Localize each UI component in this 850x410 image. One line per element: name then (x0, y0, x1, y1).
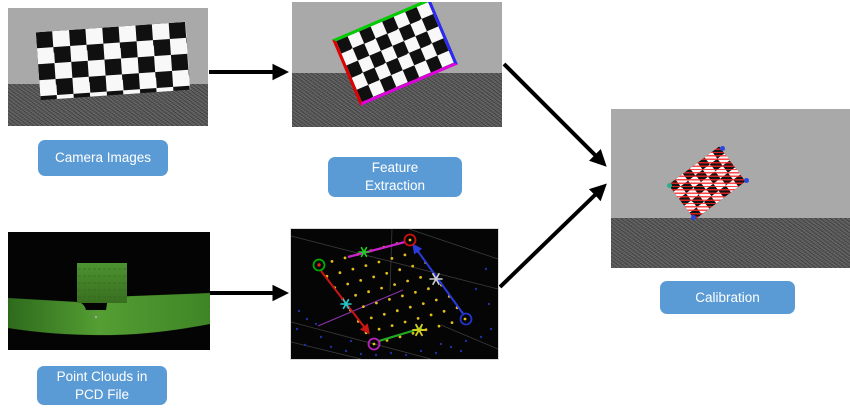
pointcloud-image (8, 232, 210, 350)
asterisk-green (358, 246, 370, 258)
lidar-features-image (290, 228, 499, 360)
axis-grid-lines (291, 229, 498, 359)
ground-pointcloud-band (8, 293, 210, 336)
asterisk-cyan (340, 298, 352, 310)
node-label-calibration: Calibration (660, 281, 795, 314)
corner-center-red-dot (317, 263, 321, 267)
node-label-text-line2: PCD File (74, 386, 129, 402)
calibration-result-image (611, 109, 850, 268)
feature-extraction-image (292, 2, 502, 127)
node-label-text: Calibration (695, 289, 760, 305)
board-edge-right-blue (412, 243, 465, 316)
corner-circle-green (312, 258, 326, 272)
corner-circle-blue (459, 312, 473, 326)
node-label-camera-images: Camera Images (38, 140, 168, 176)
node-label-text-line2: Extraction (364, 178, 426, 193)
projected-corner-dot-bottom (691, 215, 696, 220)
purple-axis-line (317, 289, 404, 327)
noise-points (295, 267, 493, 357)
ground-band-texture (8, 292, 210, 336)
camera-image (8, 8, 208, 126)
board-edge-top-magenta (347, 240, 406, 259)
arrow-feature-to-calibration (502, 62, 607, 167)
node-label-text: Camera Images (54, 150, 152, 166)
node-label-text-line1: Feature (371, 160, 419, 176)
calibration-ground (611, 218, 850, 268)
asterisk-markers (340, 246, 443, 337)
projected-corner-dot-left (667, 183, 672, 188)
lidar-features-render (291, 229, 498, 359)
camera-checkerboard (35, 21, 191, 101)
pointcloud-render (8, 232, 210, 350)
asterisk-white (429, 273, 443, 285)
projected-corner-dot-top (720, 146, 725, 151)
corner-circles (312, 233, 473, 351)
corner-circle-red (403, 233, 417, 247)
asterisk-yellow (412, 323, 426, 337)
node-label-point-clouds: Point Clouds in PCD File (37, 366, 167, 405)
arrow-lidarfeatures-to-calibration (498, 183, 607, 289)
stray-point (94, 315, 98, 319)
projected-corner-dot-right (744, 178, 749, 183)
node-label-text-line1: Point Clouds in (56, 368, 148, 384)
node-label-feature-extraction: Feature Extraction (328, 157, 462, 197)
corner-circle-magenta (367, 337, 381, 351)
